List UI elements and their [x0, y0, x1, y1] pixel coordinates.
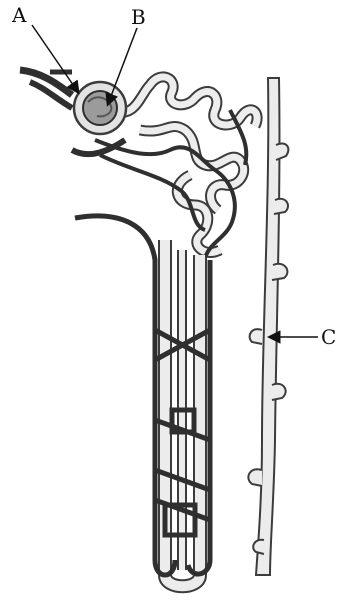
label-b: B: [131, 7, 146, 27]
arrow-b: [108, 28, 137, 104]
vasa-recta: [75, 216, 210, 575]
label-c: C: [321, 327, 336, 347]
renal-corpuscle: [74, 82, 126, 134]
label-a: A: [12, 5, 26, 25]
collecting-duct: [248, 78, 288, 575]
